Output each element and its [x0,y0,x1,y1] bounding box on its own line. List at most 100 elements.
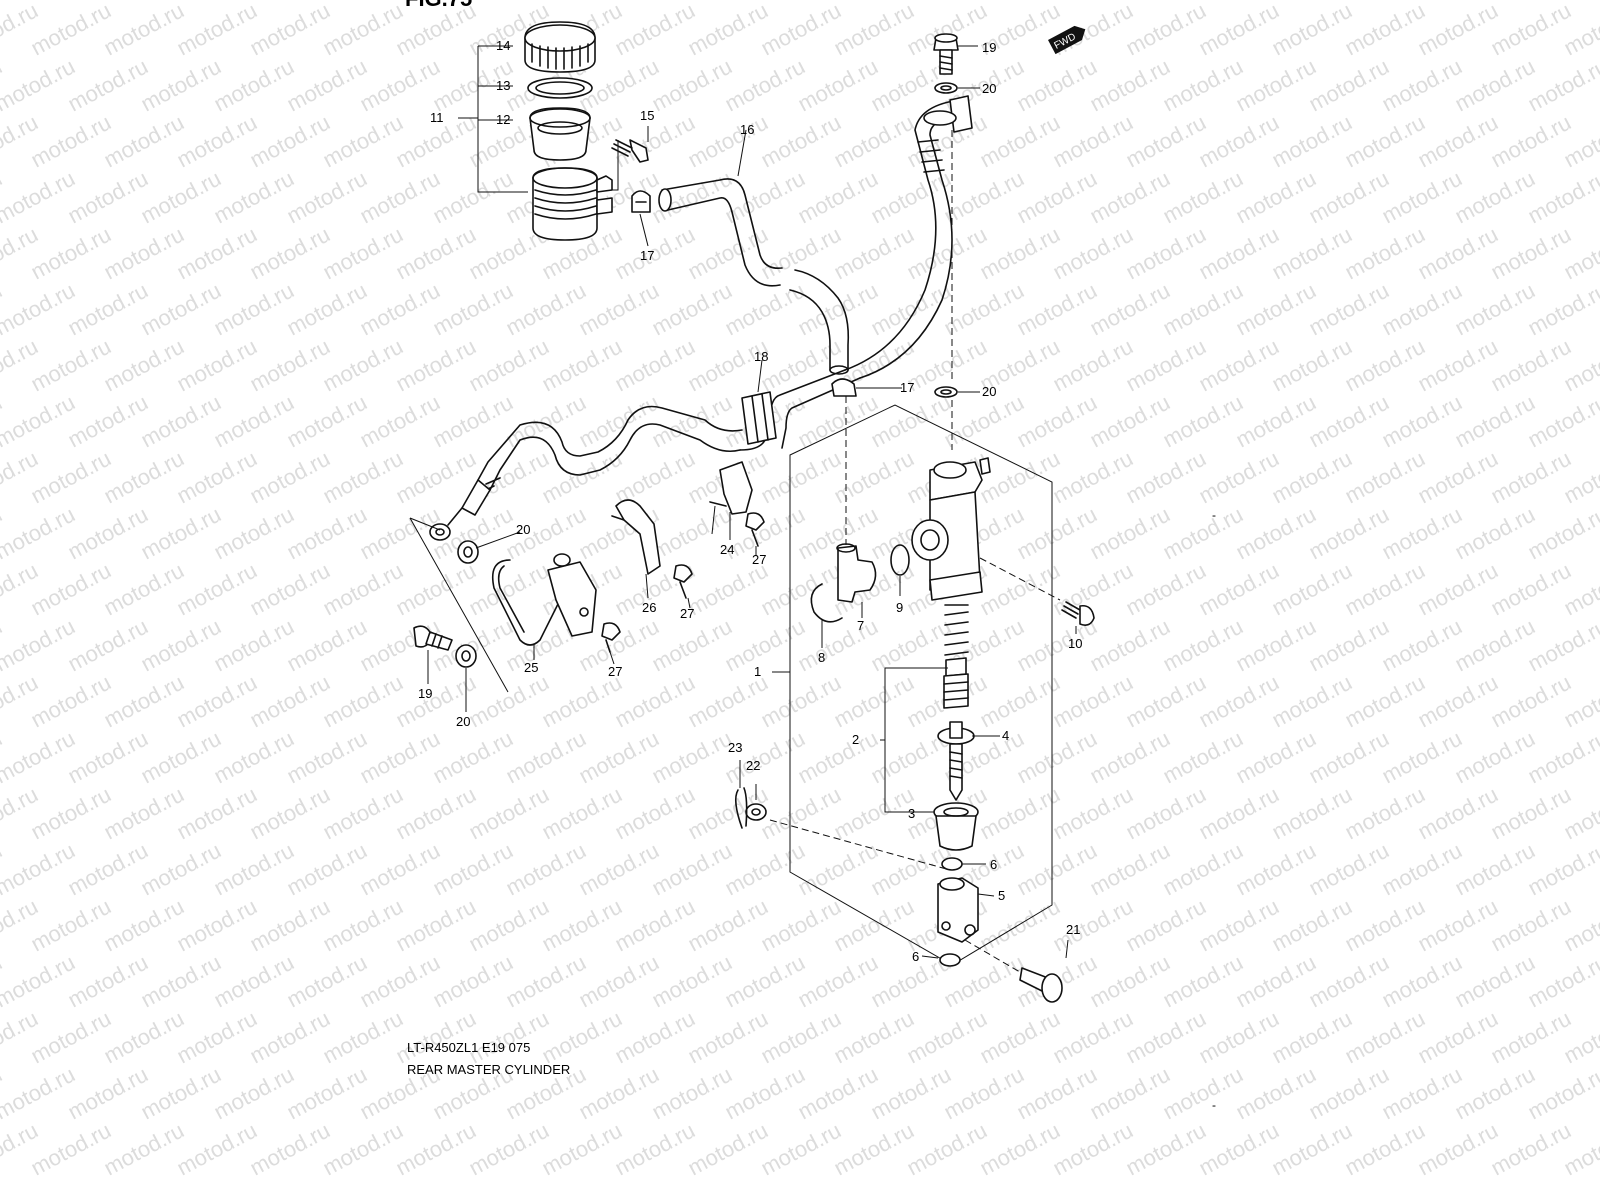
watermark-text: motod.ru [502,0,590,4]
watermark-text: motod.ru [100,894,188,957]
watermark-text: motod.ru [137,1062,225,1125]
stray-mark-1: - [1212,508,1216,522]
washer-20-a [934,82,958,94]
label-part-15: 15 [640,108,654,123]
watermark-text: motod.ru [721,278,809,341]
watermark-text: motod.ru [100,1006,188,1069]
watermark-text: motod.ru [27,446,115,509]
watermark-text: motod.ru [1195,670,1283,733]
watermark-text: motod.ru [611,1118,699,1181]
watermark-text: motod.ru [319,1006,407,1069]
watermark-text: motod.ru [721,838,809,901]
watermark-text: motod.ru [283,726,371,789]
watermark-text: motod.ru [903,1006,991,1069]
watermark-text: motod.ru [319,894,407,957]
watermark-text: motod.ru [0,614,79,677]
watermark-text: motod.ru [1341,558,1429,621]
watermark-text: motod.ru [1305,0,1393,4]
watermark-text: motod.ru [1341,894,1429,957]
watermark-text: motod.ru [1305,278,1393,341]
watermark-text: motod.ru [611,446,699,509]
watermark-text: motod.ru [1013,390,1101,453]
hose-bracket-25 [491,553,597,646]
watermark-text: motod.ru [1305,838,1393,901]
watermark-text: motod.ru [64,278,152,341]
watermark-text: motod.ru [283,614,371,677]
watermark-text: motod.ru [575,278,663,341]
watermark-text: motod.ru [830,222,918,285]
watermark-text: motod.ru [1232,1062,1320,1125]
watermark-text: motod.ru [1487,334,1575,397]
watermark-text: motod.ru [64,54,152,117]
banjo-bolt-19-lower [413,625,453,651]
watermark-text: motod.ru [0,502,79,565]
watermark-text: motod.ru [1378,390,1466,453]
clamp-17-lower [831,378,857,397]
watermark-text: motod.ru [1232,726,1320,789]
watermark-text: motod.ru [1049,0,1137,60]
watermark-text: motod.ru [1341,110,1429,173]
watermark-text: motod.ru [1159,166,1247,229]
watermark-text: motod.ru [611,1006,699,1069]
watermark-text: motod.ru [392,334,480,397]
watermark-text: motod.ru [1378,838,1466,901]
brake-hose [429,95,973,541]
watermark-text: motod.ru [1487,222,1575,285]
watermark-text: motod.ru [465,334,553,397]
watermark-text: motod.ru [1451,278,1539,341]
part-number-labels: 1 2 3 4 5 6 6 7 8 9 10 11 12 13 14 15 16… [418,38,1082,964]
watermark-text: motod.ru [1414,894,1502,957]
watermark-text: motod.ru [173,1006,261,1069]
watermark-text: motod.ru [392,1118,480,1181]
watermark-text: motod.ru [283,0,371,4]
watermark-text: motod.ru [1305,1062,1393,1125]
watermark-text: motod.ru [319,558,407,621]
watermark-text: motod.ru [246,110,334,173]
label-part-23: 23 [728,740,742,755]
watermark-text: motod.ru [538,670,626,733]
watermark-text: motod.ru [1013,1062,1101,1125]
watermark-text: motod.ru [794,390,882,453]
watermark-text: motod.ru [611,222,699,285]
watermark-text: motod.ru [757,558,845,621]
watermark-text: motod.ru [1414,782,1502,845]
label-part-22: 22 [746,758,760,773]
watermark-text: motod.ru [757,1006,845,1069]
watermark-text: motod.ru [1122,894,1210,957]
watermark-text: motod.ru [1013,502,1101,565]
watermark-text: motod.ru [137,54,225,117]
watermark-text: motod.ru [1305,950,1393,1013]
watermark-text: motod.ru [246,1006,334,1069]
watermark-text: motod.ru [1414,670,1502,733]
label-part-20-b: 20 [982,384,996,399]
watermark-text: motod.ru [867,0,955,4]
watermark-text: motod.ru [575,1062,663,1125]
watermark-text: motod.ru [502,278,590,341]
watermark-text: motod.ru [1451,166,1539,229]
watermark-text: motod.ru [1232,614,1320,677]
watermark-text: motod.ru [27,110,115,173]
watermark-text: motod.ru [830,1006,918,1069]
watermark-text: motod.ru [1013,838,1101,901]
label-part-9: 9 [896,600,903,615]
watermark-text: motod.ru [1268,1118,1356,1181]
watermark-text: motod.ru [1341,1006,1429,1069]
watermark-text: motod.ru [794,166,882,229]
watermark-text: motod.ru [210,0,298,4]
watermark-text: motod.ru [1049,446,1137,509]
watermark-text: motod.ru [0,726,79,789]
bolt-27-a [745,512,765,547]
watermark-text: motod.ru [538,334,626,397]
watermark-text: motod.ru [1195,894,1283,957]
watermark-text: motod.ru [575,390,663,453]
bolt-15 [611,139,649,163]
watermark-text: motod.ru [283,1062,371,1125]
watermark-text: motod.ru [173,222,261,285]
watermark-text: motod.ru [1451,0,1539,4]
watermark-text: motod.ru [429,950,517,1013]
watermark-text: motod.ru [1159,1062,1247,1125]
watermark-text: motod.ru [867,614,955,677]
watermark-text: motod.ru [757,782,845,845]
watermark-text: motod.ru [684,0,772,60]
watermark-text: motod.ru [830,670,918,733]
